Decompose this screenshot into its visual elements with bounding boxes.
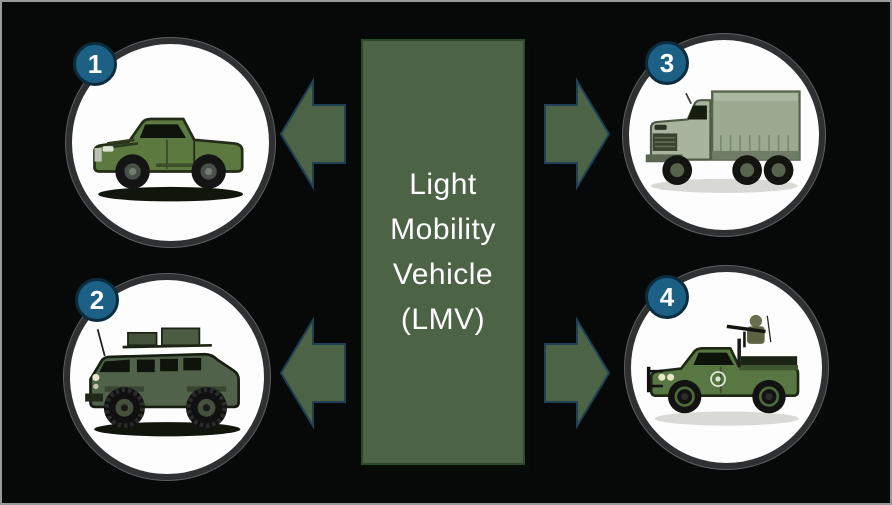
number-badge-3: 3: [645, 41, 689, 85]
military-cargo-truck-icon: [645, 90, 801, 194]
armed-technical-pickup-icon: [646, 314, 799, 426]
badge-1-number: 1: [87, 48, 103, 79]
lmv-center-label: Light Mobility Vehicle (LMV): [390, 168, 496, 336]
armored-patrol-vehicle-icon: [84, 327, 241, 437]
arrow-left-bottom-icon: [279, 316, 346, 430]
number-badge-1: 1: [73, 42, 117, 86]
green-pickup-truck-icon: [93, 117, 244, 201]
lmv-center-box: Light Mobility Vehicle (LMV): [361, 39, 525, 465]
arrow-right-top-icon: [544, 77, 611, 191]
number-badge-2: 2: [75, 278, 119, 322]
vehicle-node-1: [66, 38, 275, 247]
badge-2-number: 2: [89, 284, 105, 315]
badge-3-number: 3: [659, 47, 675, 78]
number-badge-4: 4: [645, 275, 689, 319]
badge-4-number: 4: [659, 281, 675, 312]
vehicle-node-2: [64, 274, 270, 480]
arrow-left-top-icon: [279, 77, 346, 191]
arrow-right-bottom-icon: [544, 316, 611, 430]
